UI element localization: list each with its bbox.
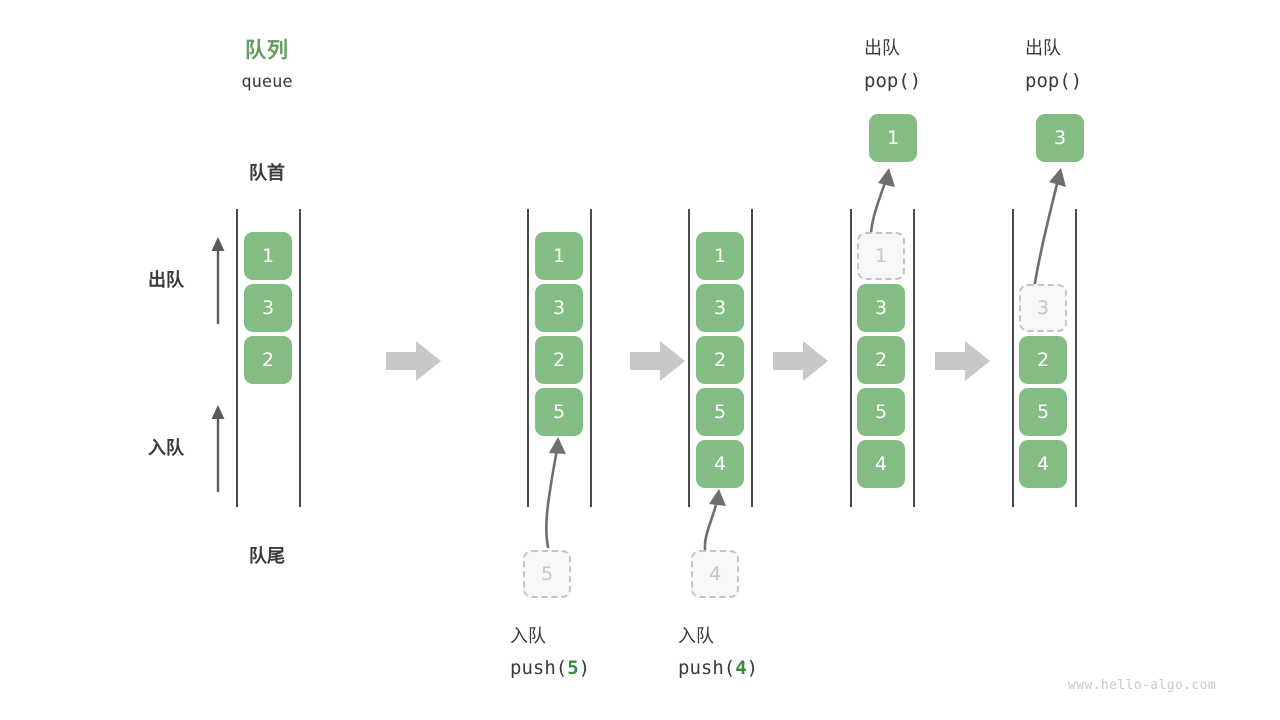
- queue-rail-right: [1075, 209, 1077, 507]
- queue-node-new: 5: [535, 388, 583, 436]
- operation-code-suffix: ): [746, 657, 759, 679]
- incoming-ghost-node: 5: [523, 550, 571, 598]
- queue-rail-left: [527, 209, 529, 507]
- operation-label-cn: 出队: [1025, 38, 1061, 59]
- operation-code-arg: 5: [567, 657, 579, 679]
- queue-node: 2: [696, 336, 744, 384]
- operation-label-code: pop(): [1025, 70, 1083, 92]
- diagram-title-cn: 队列: [245, 38, 289, 62]
- queue-rail-right: [751, 209, 753, 507]
- queue-node: 2: [535, 336, 583, 384]
- queue-rail-left: [688, 209, 690, 507]
- enqueue-direction-arrow: [211, 405, 225, 492]
- operation-label-cn: 入队: [678, 626, 714, 647]
- operation-label-cn: 入队: [510, 626, 546, 647]
- step-arrow: [935, 341, 990, 381]
- dequeue-direction-arrow: [211, 237, 225, 324]
- step-arrow: [773, 341, 828, 381]
- operation-label-code: push(4): [678, 657, 758, 679]
- queue-node-removed: 3: [1019, 284, 1067, 332]
- queue-node: 4: [1019, 440, 1067, 488]
- popped-node: 3: [1036, 114, 1084, 162]
- queue-node: 5: [1019, 388, 1067, 436]
- queue-node: 3: [535, 284, 583, 332]
- enqueue-curve-arrow: [703, 489, 726, 551]
- queue-node: 2: [857, 336, 905, 384]
- step-arrow: [630, 341, 685, 381]
- queue-node: 1: [244, 232, 292, 280]
- queue-node: 5: [857, 388, 905, 436]
- queue-rail-right: [913, 209, 915, 507]
- queue-node-removed: 1: [857, 232, 905, 280]
- operation-label-cn: 出队: [864, 38, 900, 59]
- queue-rail-right: [299, 209, 301, 507]
- queue-node: 3: [244, 284, 292, 332]
- dequeue-label: 出队: [148, 270, 184, 291]
- queue-node: 1: [696, 232, 744, 280]
- queue-node: 4: [857, 440, 905, 488]
- queue-node: 3: [696, 284, 744, 332]
- queue-node: 2: [244, 336, 292, 384]
- operation-code-arg: 4: [735, 657, 747, 679]
- queue-node: 2: [1019, 336, 1067, 384]
- diagram-title-en: queue: [241, 72, 293, 92]
- enqueue-label: 入队: [148, 438, 184, 459]
- queue-rail-right: [590, 209, 592, 507]
- operation-code-suffix: ): [578, 657, 591, 679]
- operation-label-code: pop(): [864, 70, 922, 92]
- front-label: 队首: [249, 163, 285, 184]
- step-arrow: [386, 341, 441, 381]
- queue-node: 5: [696, 388, 744, 436]
- operation-label-code: push(5): [510, 657, 590, 679]
- queue-node-new: 4: [696, 440, 744, 488]
- incoming-ghost-node: 4: [691, 550, 739, 598]
- queue-rail-left: [1012, 209, 1014, 507]
- queue-rail-left: [236, 209, 238, 507]
- watermark: www.hello-algo.com: [1068, 678, 1217, 693]
- queue-rail-left: [850, 209, 852, 507]
- popped-node: 1: [869, 114, 917, 162]
- back-label: 队尾: [249, 546, 285, 567]
- queue-node: 3: [857, 284, 905, 332]
- operation-code-prefix: push(: [510, 657, 568, 679]
- enqueue-curve-arrow: [545, 437, 566, 549]
- queue-node: 1: [535, 232, 583, 280]
- operation-code-prefix: push(: [678, 657, 736, 679]
